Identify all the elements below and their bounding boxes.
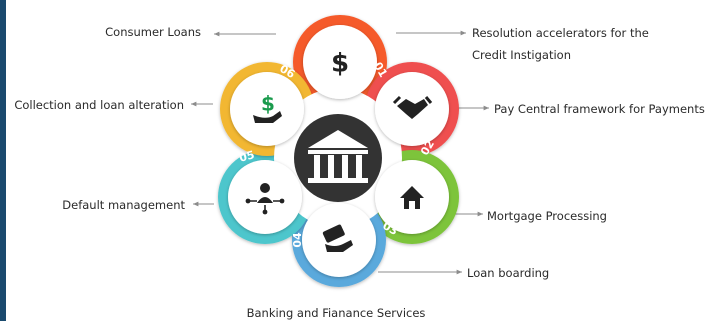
label-banking-services: Banking and Fianance Services <box>246 306 426 320</box>
left-accent-bar <box>0 0 6 321</box>
label-collection-loan-alteration: Collection and loan alteration <box>14 98 184 112</box>
network-node <box>262 209 268 215</box>
bank-column <box>342 155 348 178</box>
hand-dollar-icon-node: $ <box>230 72 304 146</box>
hand-cash-icon-node <box>302 203 376 277</box>
handshake-icon-node <box>375 72 449 146</box>
icon-node-circle <box>230 72 304 146</box>
bank-roof <box>308 130 368 148</box>
cash-note <box>322 224 345 243</box>
hub-circle <box>294 114 382 202</box>
handshake-cuffs <box>392 95 433 105</box>
label-resolution-accelerators: Resolution accelerators for the Credit I… <box>472 22 649 66</box>
house-shape <box>400 186 424 209</box>
green-dollar-glyph: $ <box>261 92 275 116</box>
house-door <box>409 201 415 209</box>
label-mortgage-processing: Mortgage Processing <box>487 209 607 223</box>
bank-column <box>356 155 362 178</box>
segment-number: 05 <box>238 148 256 165</box>
label-consumer-loans: Consumer Loans <box>105 25 201 39</box>
bank-beam <box>308 150 368 154</box>
home-icon-node <box>375 160 449 234</box>
network-node <box>279 198 285 204</box>
dollar-glyph: $ <box>331 49 349 79</box>
label-resolution-accelerators-line1: Resolution accelerators for the <box>472 26 649 40</box>
handshake-shape <box>397 99 428 119</box>
bank-column <box>328 155 334 178</box>
hand-shape <box>325 240 353 252</box>
bank-base <box>308 178 368 183</box>
people-network-icon-node <box>228 160 302 234</box>
segment-number: 04 <box>291 232 304 248</box>
icon-node-circle <box>302 203 376 277</box>
bank-building-icon <box>308 130 368 183</box>
label-resolution-accelerators-line2: Credit Instigation <box>472 48 571 62</box>
bank-column <box>314 155 320 178</box>
network-node <box>245 198 251 204</box>
hand-shape <box>253 111 282 123</box>
label-pay-central: Pay Central framework for Payments <box>494 102 705 116</box>
person-body <box>257 197 273 203</box>
icon-node-circle <box>303 25 377 99</box>
label-loan-boarding: Loan boarding <box>467 266 550 280</box>
dollar-icon-node: $ <box>303 25 377 99</box>
person-head <box>260 183 270 193</box>
label-default-management: Default management <box>62 198 185 212</box>
